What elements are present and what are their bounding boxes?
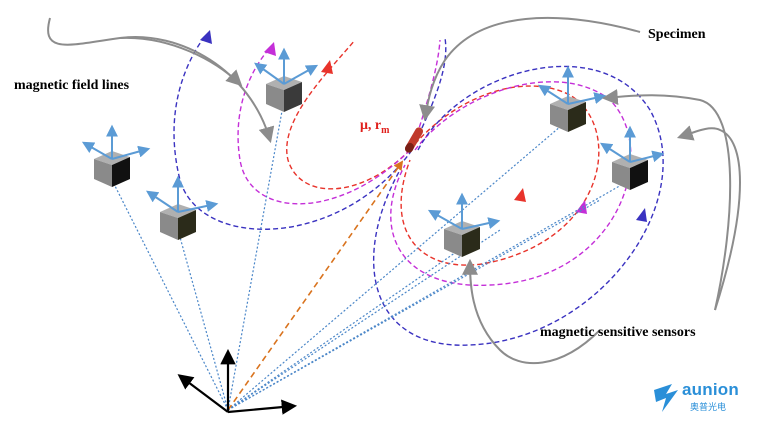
label-dipole-sub: m <box>381 124 390 136</box>
sight-line-4 <box>227 247 463 411</box>
ref-axis-left <box>177 374 229 413</box>
leader-lines <box>47 16 741 365</box>
position-vector <box>227 160 404 411</box>
label-dipole-main: μ, r <box>360 118 382 133</box>
sight-line-8 <box>227 199 601 411</box>
reference-frame <box>177 348 298 415</box>
leader-sensor-b <box>676 125 741 311</box>
label-specimen: Specimen <box>648 27 706 42</box>
sensor-1 <box>81 124 151 187</box>
logo-name: aunion <box>682 380 739 399</box>
arrowhead-outer-top <box>200 30 212 44</box>
sight-line-5 <box>227 119 569 411</box>
field-line-inner-right <box>400 85 600 266</box>
label-sensors: magnetic sensitive sensors <box>540 325 696 340</box>
sight-line-3 <box>227 99 285 411</box>
logo-subtitle: 奥普光电 <box>690 403 727 413</box>
field-lines <box>173 35 664 346</box>
field-arrowheads <box>200 30 647 222</box>
sensor-3 <box>254 47 319 112</box>
sight-line-2 <box>177 229 229 411</box>
sensor-4 <box>427 192 501 257</box>
arrowhead-middle-right <box>576 200 587 214</box>
label-dipole: μ, rm <box>360 118 390 136</box>
sight-line-1 <box>111 179 229 411</box>
field-line-inner-left <box>286 39 411 190</box>
field-line-middle-right <box>390 81 632 286</box>
arrowhead-inner-top <box>321 60 333 74</box>
field-line-top <box>411 37 447 151</box>
leader-sensor-a <box>601 89 732 311</box>
leader-field-lines-2 <box>119 36 243 87</box>
sight-line-7 <box>227 229 501 411</box>
arrowhead-outer-right <box>636 208 647 222</box>
field-line-outer-right <box>373 65 664 346</box>
aunion-logo: aunion 奥普光电 <box>650 378 750 418</box>
aunion-logo-mark-icon <box>654 384 678 412</box>
sight-lines <box>111 99 631 411</box>
sensor-2 <box>146 175 219 240</box>
field-line-outer-left <box>173 35 413 230</box>
arrowhead-middle-top <box>264 42 276 56</box>
leader-specimen <box>419 16 641 122</box>
sensor-6 <box>599 125 665 190</box>
label-field-lines: magnetic field lines <box>14 78 130 93</box>
sensors <box>81 47 665 257</box>
arrowhead-inner-right <box>514 188 526 202</box>
leader-sensor-c <box>462 258 601 365</box>
sensor-5 <box>537 65 607 132</box>
field-line-middle-left <box>237 47 411 205</box>
dipole <box>405 127 423 153</box>
ref-axis-right <box>227 399 298 415</box>
